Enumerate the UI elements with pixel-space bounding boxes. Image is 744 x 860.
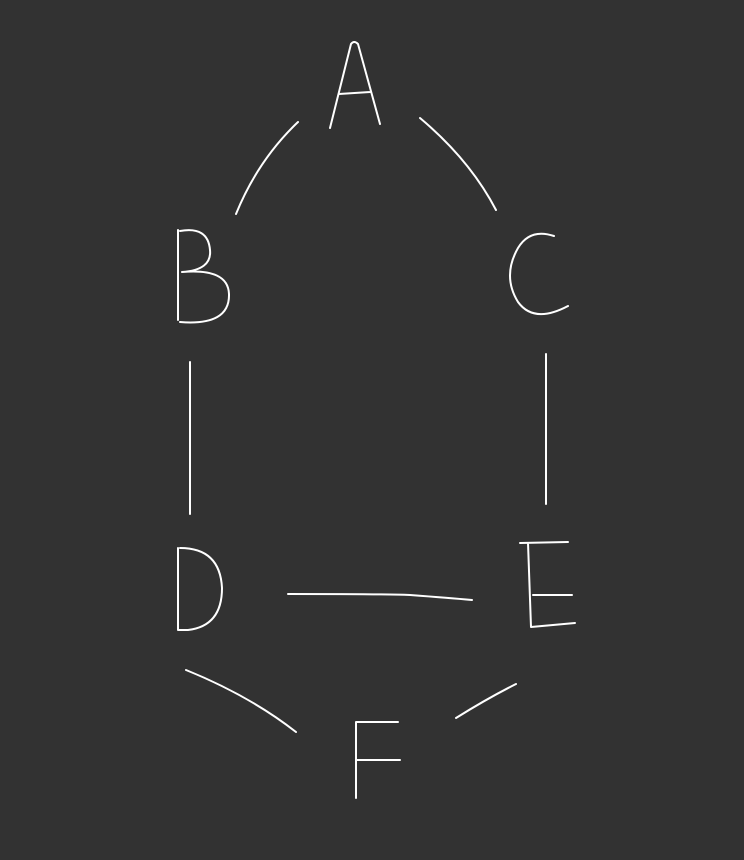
edge-d-f [185, 669, 297, 733]
node-glyph [509, 232, 569, 315]
node-glyph [177, 547, 223, 631]
edge-a-c [419, 117, 497, 211]
node-glyph [177, 229, 231, 324]
node-e: E [519, 541, 576, 628]
node-label: A [326, 30, 386, 133]
node-f: F [355, 721, 401, 799]
edge-e-f [455, 683, 517, 719]
edge-d-e [287, 593, 473, 601]
node-c: C [507, 224, 569, 327]
node-glyph [355, 721, 401, 799]
node-b: B [177, 229, 231, 324]
node-a: A [326, 30, 386, 133]
nodes-layer: A B C D E F [177, 30, 576, 799]
node-glyph [519, 541, 576, 628]
edge-a-b [235, 121, 299, 215]
node-glyph [329, 41, 381, 129]
edges-layer [185, 117, 547, 733]
node-label: C [507, 224, 568, 327]
node-d: D [177, 547, 223, 631]
